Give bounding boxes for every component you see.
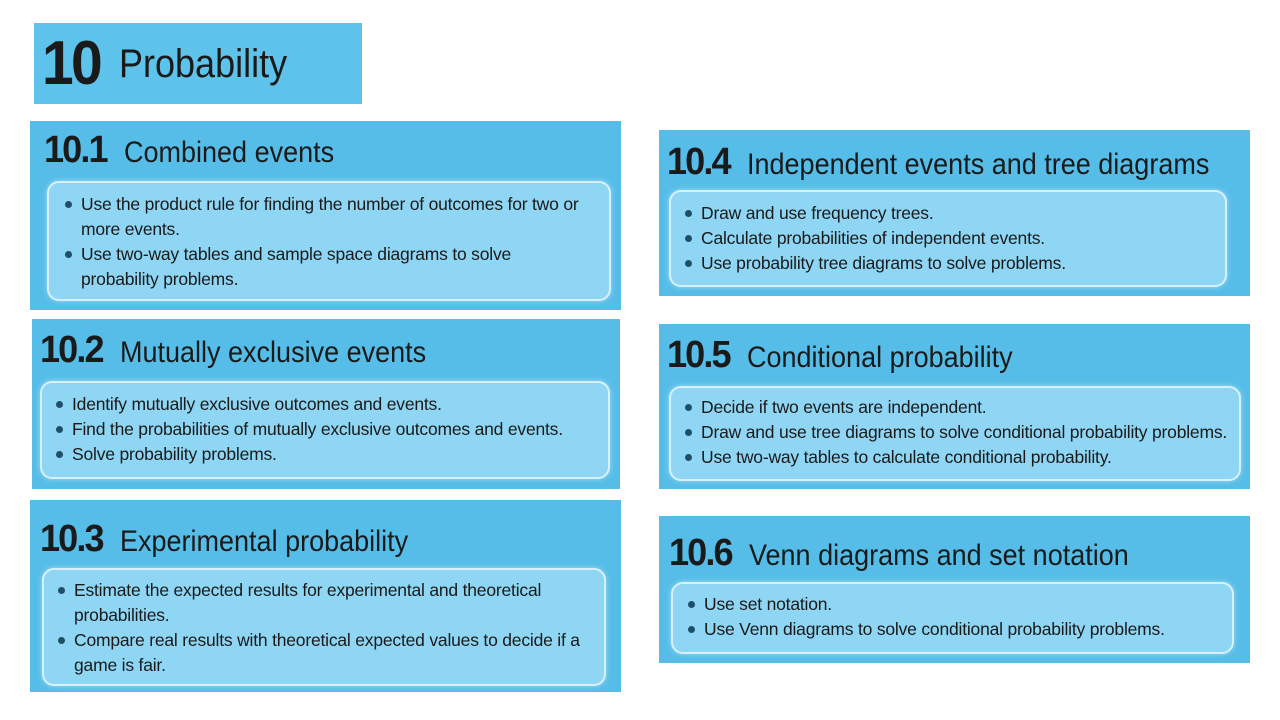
objectives-list: Estimate the expected results for experi… [56,578,594,678]
objectives-box: Draw and use frequency trees. Calculate … [669,190,1227,287]
objective-item: Decide if two events are independent. [683,395,1229,420]
objective-item: Draw and use tree diagrams to solve cond… [683,420,1229,445]
section-card-10-4: 10.4 Independent events and tree diagram… [659,130,1250,296]
chapter-title: Probability [118,41,288,86]
objectives-list: Identify mutually exclusive outcomes and… [54,392,598,467]
objective-item: Estimate the expected results for experi… [56,578,594,628]
section-number: 10.4 [667,141,732,183]
objectives-box: Identify mutually exclusive outcomes and… [40,381,610,479]
section-title: Experimental probability [119,525,409,558]
objective-item: Solve probability problems. [54,442,598,467]
chapter-number: 10 [42,28,103,98]
section-card-10-3: 10.3 Experimental probability Estimate t… [30,500,621,692]
section-number: 10.3 [40,518,105,560]
section-card-10-1: 10.1 Combined events Use the product rul… [30,121,621,310]
objective-item: Use probability tree diagrams to solve p… [683,251,1215,276]
objective-item: Use Venn diagrams to solve conditional p… [686,617,1222,642]
objective-item: Use two-way tables and sample space diag… [63,242,599,292]
section-number: 10.2 [40,329,105,371]
objectives-box: Decide if two events are independent. Dr… [669,386,1241,481]
objective-item: Identify mutually exclusive outcomes and… [54,392,598,417]
section-title: Combined events [123,136,335,169]
section-title: Mutually exclusive events [119,336,427,369]
section-card-10-6: 10.6 Venn diagrams and set notation Use … [659,516,1250,663]
objective-item: Use set notation. [686,592,1222,617]
section-number: 10.1 [44,129,109,171]
objective-item: Draw and use frequency trees. [683,201,1215,226]
objective-item: Find the probabilities of mutually exclu… [54,417,598,442]
objectives-list: Use set notation. Use Venn diagrams to s… [686,592,1222,642]
objectives-box: Estimate the expected results for experi… [42,568,606,686]
objectives-box: Use the product rule for finding the num… [47,181,611,301]
section-card-10-5: 10.5 Conditional probability Decide if t… [659,324,1250,489]
objective-item: Calculate probabilities of independent e… [683,226,1215,251]
section-card-10-2: 10.2 Mutually exclusive events Identify … [32,319,620,489]
section-number: 10.5 [667,334,732,376]
objectives-list: Decide if two events are independent. Dr… [683,395,1229,470]
chapter-header: 10 Probability [34,23,362,104]
section-title: Venn diagrams and set notation [748,539,1129,572]
objectives-box: Use set notation. Use Venn diagrams to s… [671,582,1234,654]
objective-item: Use two-way tables to calculate conditio… [683,445,1229,470]
section-title: Independent events and tree diagrams [746,148,1210,181]
objective-item: Use the product rule for finding the num… [63,192,599,242]
section-number: 10.6 [669,532,734,574]
objective-item: Compare real results with theoretical ex… [56,628,594,678]
objectives-list: Use the product rule for finding the num… [63,192,599,292]
section-title: Conditional probability [746,341,1013,374]
objectives-list: Draw and use frequency trees. Calculate … [683,201,1215,276]
